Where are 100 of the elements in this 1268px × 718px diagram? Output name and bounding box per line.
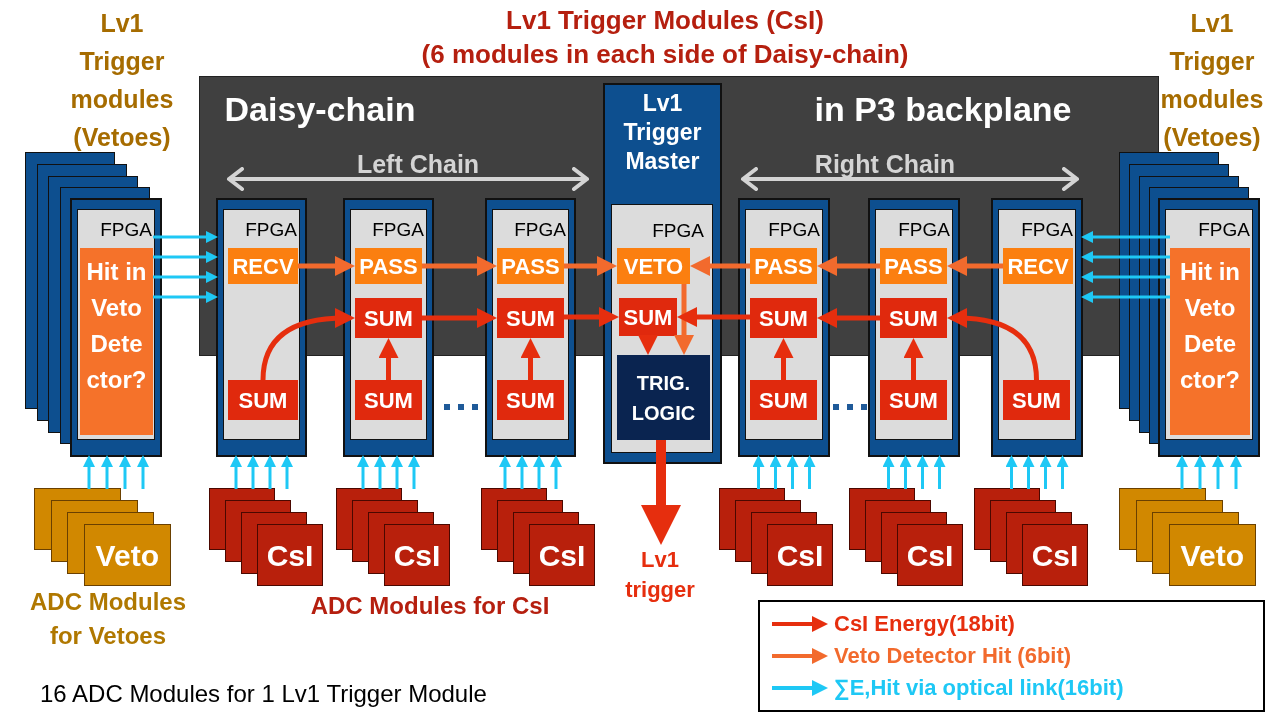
arrow bbox=[1081, 271, 1170, 283]
arrow bbox=[550, 455, 562, 489]
sum-block: SUM bbox=[750, 380, 817, 420]
fpga-module bbox=[870, 200, 958, 455]
arrow bbox=[153, 231, 218, 243]
arrow bbox=[817, 308, 880, 328]
arrow bbox=[357, 455, 369, 489]
arrow bbox=[520, 338, 541, 380]
arrow bbox=[817, 256, 880, 276]
arrow bbox=[499, 455, 511, 489]
legend-text: ∑E,Hit via optical link(16bit) bbox=[834, 674, 1124, 702]
arrow bbox=[641, 440, 681, 545]
arrow bbox=[247, 455, 259, 489]
fpga-module bbox=[993, 200, 1081, 455]
arrow bbox=[533, 455, 545, 489]
annotation-text: ADC Modules for CsI bbox=[310, 591, 550, 621]
arrow bbox=[916, 455, 929, 489]
module-label: CsI bbox=[393, 537, 441, 574]
adc-module-stack bbox=[482, 489, 594, 585]
module-label: CsI bbox=[266, 537, 314, 574]
adc-module-stack bbox=[35, 489, 170, 585]
arrow bbox=[1230, 455, 1242, 489]
arrow bbox=[677, 307, 750, 327]
caption: 16 ADC Modules for 1 Lv1 Trigger Module bbox=[40, 679, 487, 709]
logic-block: PASS bbox=[880, 248, 947, 284]
adc-module-stack bbox=[850, 489, 962, 585]
arrow bbox=[298, 256, 355, 276]
adc-module-stack bbox=[337, 489, 449, 585]
chip-label: FPGA bbox=[514, 218, 566, 242]
trigger-output-text: Lv1 trigger bbox=[615, 545, 705, 607]
arrow bbox=[1022, 455, 1035, 489]
module-label: CsI bbox=[776, 537, 824, 574]
adc-module-stack bbox=[210, 489, 322, 585]
arrow bbox=[690, 256, 750, 276]
arrow bbox=[947, 256, 1003, 276]
arrow bbox=[422, 256, 497, 276]
arrow bbox=[1081, 251, 1170, 263]
veto-hit-block: Hit in Veto Dete ctor? bbox=[1170, 248, 1250, 435]
chip-label: FPGA bbox=[1021, 218, 1073, 242]
sum-block: SUM bbox=[355, 298, 422, 338]
sum-block: SUM bbox=[497, 298, 564, 338]
arrow bbox=[260, 308, 355, 381]
annotation-text: Lv1 Trigger Modules (CsI) bbox=[506, 4, 824, 36]
logic-block: RECV bbox=[1003, 248, 1073, 284]
arrow bbox=[119, 455, 131, 489]
fpga-module bbox=[1160, 200, 1258, 455]
annotation-text: Right Chain bbox=[814, 149, 956, 180]
fpga-module bbox=[218, 200, 305, 455]
annotation-text: Left Chain bbox=[356, 149, 480, 180]
module-label: CsI bbox=[906, 537, 954, 574]
arrow bbox=[933, 455, 946, 489]
chip-label: FPGA bbox=[768, 218, 820, 242]
arrow bbox=[947, 308, 1039, 381]
arrow bbox=[281, 455, 293, 489]
arrow bbox=[1056, 455, 1069, 489]
arrow bbox=[786, 455, 799, 489]
trigger-logic-block: TRIG. LOGIC bbox=[617, 355, 710, 440]
logic-block: PASS bbox=[750, 248, 817, 284]
module-label: Veto bbox=[95, 537, 159, 574]
arrow bbox=[903, 338, 924, 380]
arrow bbox=[1005, 455, 1018, 489]
adc-module-stack bbox=[1120, 489, 1255, 585]
arrow bbox=[752, 455, 765, 489]
sum-block: SUM bbox=[619, 298, 677, 336]
arrow bbox=[803, 455, 816, 489]
chip-label: FPGA bbox=[1198, 218, 1250, 242]
arrow bbox=[408, 455, 420, 489]
annotation-text: (6 modules in each side of Daisy-chain) bbox=[421, 38, 909, 70]
logic-block: PASS bbox=[355, 248, 422, 284]
master-module bbox=[605, 85, 720, 462]
arrow bbox=[264, 455, 276, 489]
chip-label: FPGA bbox=[652, 219, 704, 243]
chip-label: FPGA bbox=[100, 218, 152, 242]
module-label: CsI bbox=[538, 537, 586, 574]
arrow bbox=[1194, 455, 1206, 489]
arrow bbox=[1039, 455, 1052, 489]
arrow bbox=[391, 455, 403, 489]
arrow bbox=[564, 307, 619, 327]
arrow bbox=[899, 455, 912, 489]
annotation-text: in P3 backplane bbox=[814, 89, 1072, 130]
fpga-module bbox=[740, 200, 828, 455]
legend-text: Veto Detector Hit (6bit) bbox=[834, 642, 1072, 670]
arrow bbox=[422, 308, 497, 328]
sum-block: SUM bbox=[355, 380, 422, 420]
arrow bbox=[378, 338, 399, 380]
module-title: Lv1 Trigger Master bbox=[623, 89, 702, 176]
fpga-panel bbox=[612, 205, 712, 452]
arrow bbox=[674, 284, 694, 355]
veto-hit-block: Hit in Veto Dete ctor? bbox=[80, 248, 153, 435]
arrow bbox=[137, 455, 149, 489]
arrow bbox=[83, 455, 95, 489]
annotation-text: Daisy-chain bbox=[224, 89, 416, 130]
annotation-text: Lv1 Trigger modules (Vetoes) bbox=[1160, 8, 1264, 153]
chip-label: FPGA bbox=[372, 218, 424, 242]
adc-module-stack bbox=[720, 489, 832, 585]
chip-label: FPGA bbox=[245, 218, 297, 242]
chip-label: FPGA bbox=[898, 218, 950, 242]
fpga-module bbox=[487, 200, 574, 455]
module-label: CsI bbox=[1031, 537, 1079, 574]
logic-block: PASS bbox=[497, 248, 564, 284]
